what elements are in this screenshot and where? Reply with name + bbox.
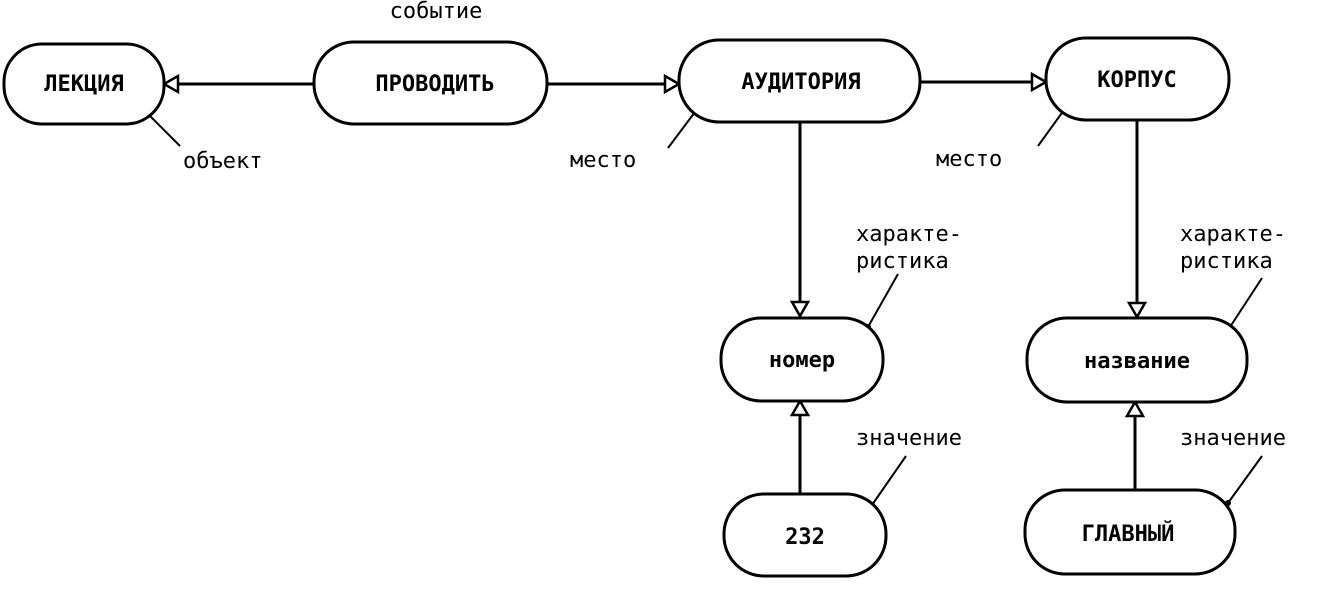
arrowhead-name — [1126, 301, 1148, 320]
node-lecture: ЛЕКЦИЯ — [2, 42, 166, 126]
arrowhead-number-value — [789, 398, 811, 417]
role-event: событие — [390, 0, 483, 24]
leader-object — [147, 113, 181, 147]
role-characteristic-1-line1: характе- — [856, 222, 962, 247]
arrowhead-lecture — [161, 73, 180, 95]
leader-value2 — [1227, 455, 1263, 504]
role-characteristic-2-line1: характе- — [1180, 222, 1286, 247]
leader-place1 — [667, 111, 696, 149]
role-leaders — [145, 107, 1263, 508]
node-name: название — [1025, 316, 1249, 404]
node-conduct-label: ПРОВОДИТЬ — [375, 72, 494, 97]
arrowhead-building — [1030, 71, 1049, 93]
leader-place2 — [1037, 109, 1065, 147]
edges — [161, 71, 1148, 494]
node-value-232: 232 — [722, 492, 888, 578]
node-conduct: ПРОВОДИТЬ — [312, 40, 549, 126]
node-main: ГЛАВНЫЙ — [1023, 488, 1237, 576]
arrowhead-number — [789, 300, 811, 319]
role-value-2: значение — [1180, 426, 1286, 451]
node-name-label: название — [1084, 349, 1190, 374]
node-main-label: ГЛАВНЫЙ — [1082, 521, 1175, 547]
arrowhead-name-value — [1124, 399, 1146, 418]
role-characteristic-1-line2: ристика — [856, 249, 949, 274]
arrowhead-auditorium — [663, 73, 682, 95]
node-auditorium-label: АУДИТОРИЯ — [741, 70, 860, 95]
leader-value1 — [871, 455, 907, 506]
node-auditorium: АУДИТОРИЯ — [677, 38, 922, 124]
role-place-1: место — [570, 148, 636, 173]
role-place-2: место — [936, 147, 1002, 172]
role-characteristic-2-line2: ристика — [1180, 249, 1273, 274]
node-building: КОРПУС — [1044, 36, 1231, 122]
node-lecture-label: ЛЕКЦИЯ — [44, 72, 123, 97]
role-labels: событие объект место место характе- рист… — [183, 0, 1286, 451]
node-number-label: номер — [769, 348, 835, 373]
node-value-232-label: 232 — [785, 525, 825, 550]
role-value-1: значение — [856, 426, 962, 451]
leader-char2 — [1229, 277, 1263, 328]
node-number: номер — [719, 316, 885, 403]
role-object: объект — [183, 149, 262, 174]
node-building-label: КОРПУС — [1097, 68, 1176, 93]
leader-char1 — [867, 273, 899, 328]
